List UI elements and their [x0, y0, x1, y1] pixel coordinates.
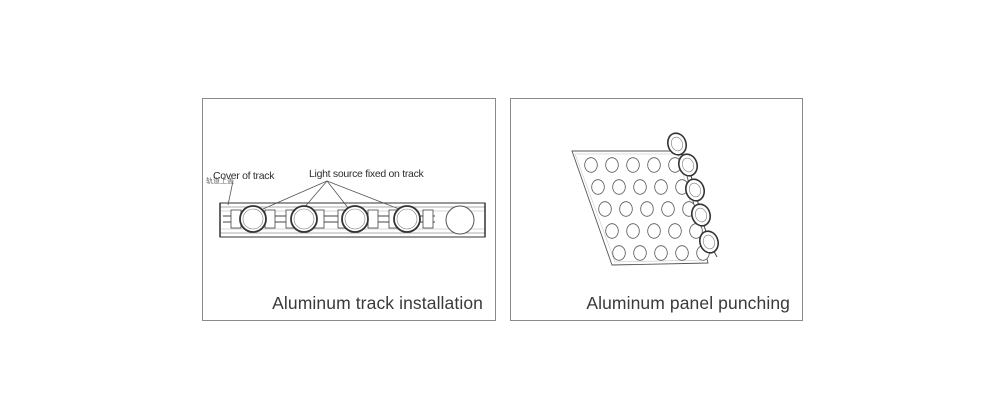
light-module: [337, 205, 379, 233]
punched-hole: [626, 223, 640, 239]
punched-hole: [675, 245, 689, 261]
punched-hole: [654, 245, 668, 261]
punched-hole: [647, 157, 661, 173]
punched-hole: [612, 179, 626, 195]
light-module: [388, 205, 434, 233]
punched-hole: [605, 157, 619, 173]
cover-of-track-small-label: 轨道上盖: [206, 176, 234, 185]
panel-punching-panel: Aluminum panel punching: [510, 98, 803, 321]
leader-lines: [227, 180, 400, 210]
punched-holes: [584, 157, 710, 261]
empty-track-hole: [445, 205, 475, 235]
led-module: [677, 153, 699, 177]
punched-hole: [633, 179, 647, 195]
led-module: [684, 178, 706, 202]
punched-hole: [584, 157, 598, 173]
punched-hole: [612, 245, 626, 261]
light-module: [285, 205, 325, 233]
panel-caption: Aluminum track installation: [272, 293, 483, 313]
punched-hole: [591, 179, 605, 195]
light-source-label: Light source fixed on track: [309, 168, 425, 180]
punched-hole: [633, 245, 647, 261]
punching-diagram: [571, 132, 720, 266]
aluminum-track: [219, 202, 486, 238]
cover-of-track-label: Cover of track: [213, 170, 275, 182]
punched-hole: [668, 223, 682, 239]
track-diagram: Cover of track 轨道上盖 Light source fixed o…: [206, 168, 486, 238]
punched-hole: [654, 179, 668, 195]
led-module: [698, 230, 720, 254]
led-module: [690, 203, 712, 227]
led-module-chain: [666, 132, 720, 258]
track-installation-panel: Cover of track 轨道上盖 Light source fixed o…: [202, 98, 496, 321]
punched-hole: [626, 157, 640, 173]
punched-hole: [605, 223, 619, 239]
light-module: [230, 205, 276, 233]
led-module: [666, 132, 688, 156]
punched-hole: [640, 201, 654, 217]
punched-hole: [647, 223, 661, 239]
panel-caption: Aluminum panel punching: [586, 293, 790, 313]
punched-hole: [661, 201, 675, 217]
punched-hole: [598, 201, 612, 217]
punched-hole: [619, 201, 633, 217]
